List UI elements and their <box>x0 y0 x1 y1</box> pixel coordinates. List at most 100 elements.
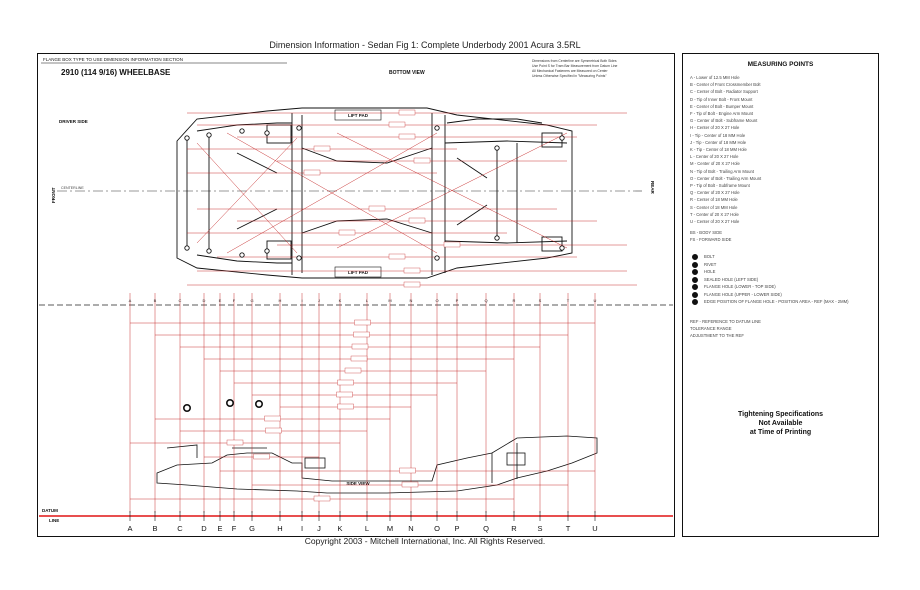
legend-entry: FS - FORWARD SIDE <box>690 237 732 242</box>
legend-entry: RIVET <box>690 261 849 269</box>
point-letter-j: J <box>317 524 321 533</box>
measuring-point-marker <box>296 125 302 131</box>
station-letter-s: S <box>539 298 542 303</box>
lift-pad-top: LIFT PAD <box>348 113 369 118</box>
measuring-point-marker <box>264 248 270 254</box>
bottom-view-outline <box>176 107 573 279</box>
legend-entry: T - Center of 20 X 27 Hole <box>690 211 739 217</box>
top-note-4: Unless Otherwise Specified in "Measuring… <box>532 74 607 78</box>
dimension-value-box <box>336 391 353 398</box>
datum-label: DATUM <box>42 508 58 513</box>
legend-entry: TOLERANCE RANGE <box>690 326 732 331</box>
measuring-point-marker <box>296 255 302 261</box>
diagonal-dimension <box>226 132 438 254</box>
dimension-value-box <box>351 343 369 350</box>
point-letter-q: Q <box>483 524 489 533</box>
front-label: FRONT <box>51 187 56 203</box>
legend-entry: R - Center of 18 MM Hole <box>690 197 738 203</box>
station-letter-c: C <box>179 298 182 303</box>
measuring-point-marker <box>434 255 440 261</box>
diagram-frame <box>37 53 675 537</box>
point-letter-e: E <box>217 524 222 533</box>
measuring-point-marker <box>206 132 212 138</box>
legend-entry: G - Center of Bolt - Subframe Mount <box>690 118 758 124</box>
legend-points-list: A - Lower of 12.5 MM Hole B - Center of F… <box>690 74 761 225</box>
dimension-value-box <box>337 379 354 386</box>
legend-entry: C - Center of Bolt - Radiator Support <box>690 89 758 95</box>
legend-entry: K - Tip - Center of 18 MM Hole <box>690 147 747 153</box>
legend-entry: Q - Center of 20 X 27 Hole <box>690 190 740 196</box>
station-letter-p: P <box>456 298 459 303</box>
dimension-value-box <box>313 495 331 502</box>
measuring-point-marker <box>434 125 440 131</box>
point-letter-p: P <box>454 524 459 533</box>
point-letter-n: N <box>408 524 413 533</box>
dimension-value-box <box>353 331 370 338</box>
legend-entry: SEALED HOLE (LEFT SIDE) <box>690 276 849 284</box>
dimension-value-box <box>413 157 431 164</box>
legend-symbol-icon <box>692 276 698 283</box>
legend-entry: H - Center of 20 X 27 Hole <box>690 125 740 131</box>
dimension-value-box <box>350 355 368 362</box>
dimension-value-box <box>443 241 461 248</box>
station-letter-u: U <box>594 298 597 303</box>
dimension-value-box <box>403 281 421 288</box>
datum-label-line: LINE <box>49 518 59 523</box>
measuring-point-markers <box>184 125 565 261</box>
point-letter-r: R <box>511 524 517 533</box>
legend-entry: L - Center of 20 X 27 Hole <box>690 154 739 160</box>
point-letter-s: S <box>537 524 542 533</box>
measuring-point-marker <box>559 135 565 141</box>
dimension-value-box <box>388 253 406 260</box>
dimension-value-box <box>313 145 331 152</box>
point-letter-t: T <box>566 524 571 533</box>
measuring-point-marker <box>559 245 565 251</box>
point-letter-b: B <box>152 524 157 533</box>
point-letter-g: G <box>249 524 255 533</box>
point-letter-a: A <box>127 524 132 533</box>
legend-entry: A - Lower of 12.5 MM Hole <box>690 75 740 80</box>
legend-entry: O - Center of Bolt - Trailing Arm Mount <box>690 175 762 181</box>
measuring-point-marker <box>206 248 212 254</box>
measuring-point-marker <box>184 135 190 141</box>
dimension-value-box <box>264 415 281 422</box>
legend-entry: I - Tip - Center of 18 MM Hole <box>690 132 746 138</box>
diagonal-dimension <box>196 137 298 244</box>
point-letter-i: I <box>301 524 303 533</box>
station-letter-k: K <box>339 298 342 303</box>
point-letter-k: K <box>337 524 342 533</box>
dimension-value-box <box>337 403 354 410</box>
station-letter-j: J <box>318 298 320 303</box>
legend-entry: B - Center of Front Crossmember Bolt <box>690 82 761 88</box>
legend-entry: FLANGE HOLE (UPPER - LOWER SIDE) <box>690 291 849 299</box>
legend-symbol-icon <box>692 284 698 290</box>
legend-entry: BOLT <box>690 253 849 261</box>
legend-frame <box>682 53 879 537</box>
legend-entry: EDGE POSITION OF FLANGE HOLE - POSITION … <box>690 298 849 306</box>
station-letter-l: L <box>366 298 369 303</box>
legend-entry: BS - BODY SIDE <box>690 230 723 235</box>
underbody-diagram: FLANGE BOX TYPE TO USE DIMENSION INFORMA… <box>39 57 673 533</box>
measuring-point-marker <box>184 245 190 251</box>
legend-entry: S - Center of 18 MM Hole <box>690 204 738 210</box>
station-letter-n: N <box>410 298 413 303</box>
legend-entry: REF - REFERENCE TO DATUM LINE <box>690 319 761 324</box>
dimension-value-box <box>253 453 270 460</box>
point-letter-u: U <box>592 524 597 533</box>
measuring-point-marker <box>239 252 245 258</box>
dimension-value-box <box>398 109 416 116</box>
bottom-view-label: BOTTOM VIEW <box>389 70 425 76</box>
top-note-3: All Mechanical Fasteners are Measured on… <box>532 69 608 73</box>
point-letter-o: O <box>434 524 440 533</box>
station-letter-m: M <box>388 298 391 303</box>
legend-symbol-icon <box>692 269 698 275</box>
measuring-point-marker <box>494 235 500 241</box>
station-letter-i: I <box>301 298 302 303</box>
legend-entry: P - Tip of Bolt - Subframe Mount <box>690 183 750 189</box>
driver-side-label: DRIVER SIDE <box>59 119 88 124</box>
side-view-label: SIDE VIEW <box>346 481 370 486</box>
dimension-value-box <box>338 229 356 236</box>
